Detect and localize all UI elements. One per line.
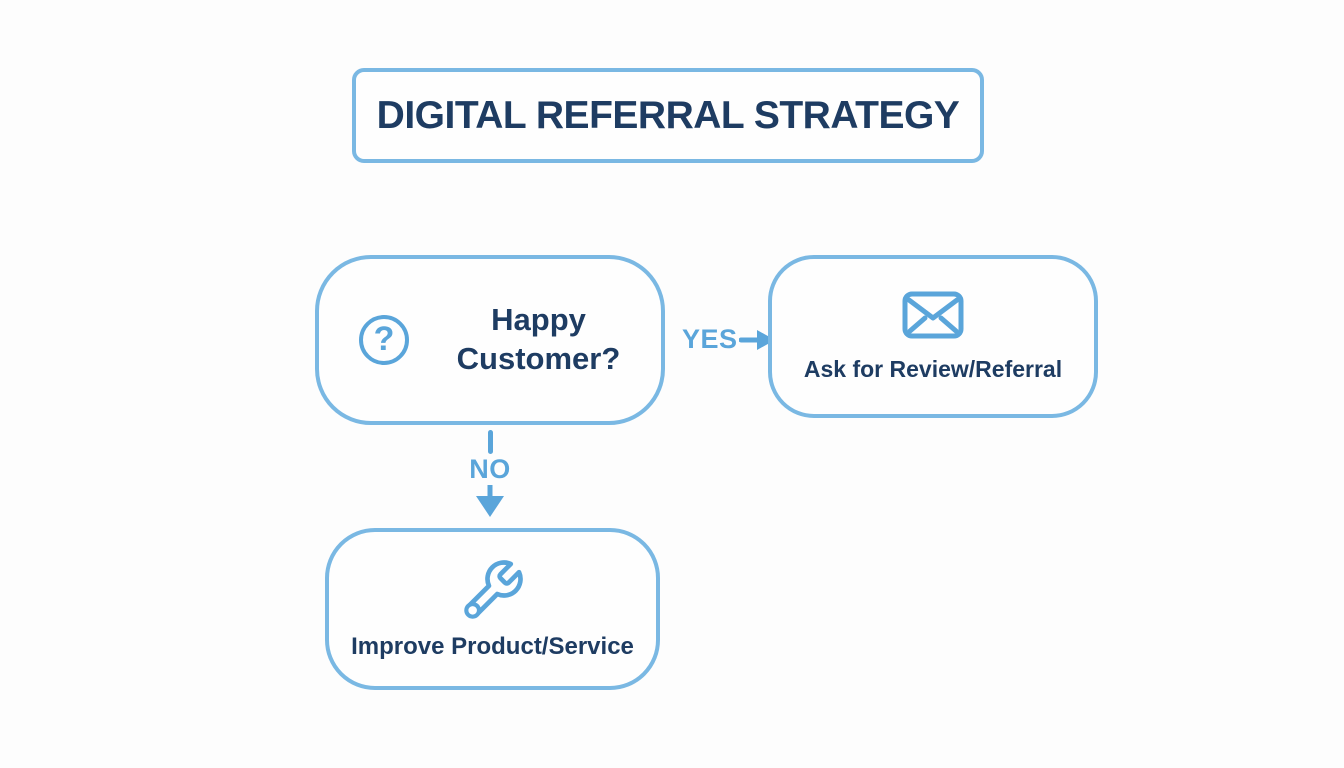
- node-happy-customer: ? Happy Customer?: [315, 255, 665, 425]
- edge-yes: YES: [682, 324, 777, 355]
- page-title: DIGITAL REFERRAL STRATEGY: [376, 93, 960, 137]
- node-label-ask-review: Ask for Review/Referral: [803, 356, 1063, 382]
- question-circle-icon: ?: [359, 315, 409, 365]
- envelope-icon: [902, 291, 964, 339]
- node-label-improve-product: Improve Product/Service: [351, 633, 634, 660]
- node-improve-product: Improve Product/Service: [325, 528, 660, 690]
- arrow-right-icon: [738, 329, 775, 350]
- wrench-icon: [463, 560, 523, 619]
- edge-no-line: [487, 430, 493, 454]
- node-ask-review: Ask for Review/Referral: [768, 255, 1098, 418]
- edge-label-yes: YES: [682, 324, 738, 354]
- edge-label-no: NO: [469, 454, 511, 484]
- title-box: DIGITAL REFERRAL STRATEGY: [352, 68, 984, 163]
- edge-no: NO: [455, 430, 525, 524]
- question-glyph: ?: [373, 320, 395, 358]
- node-label-happy-customer: Happy Customer?: [456, 302, 621, 376]
- arrow-down-icon: [476, 485, 504, 517]
